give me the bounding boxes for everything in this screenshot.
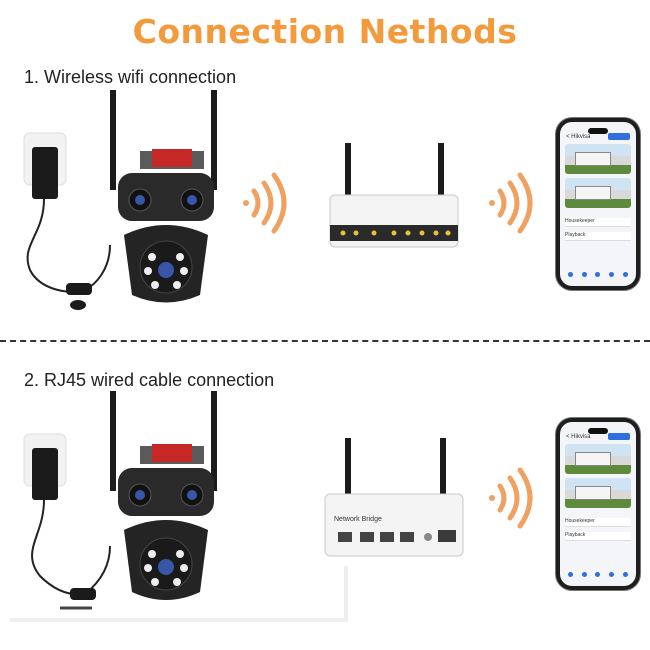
wifi-signal-icon <box>243 172 287 234</box>
router-label: Network Bridge <box>334 516 382 523</box>
section-1-label: 1. Wireless wifi connection <box>24 67 237 87</box>
wifi-signal-icon <box>489 467 533 529</box>
app-screen: < Hikvisa Housekeeper Playback <box>560 122 636 286</box>
wifi-signal-icon <box>489 172 533 234</box>
app-row: Playback <box>565 232 631 241</box>
app-header: < Hikvisa <box>566 434 591 440</box>
wifi-connection-scene: < Hikvisa Housekeeper Playback <box>0 85 650 345</box>
app-row: Housekeeper <box>565 518 631 527</box>
app-row: Housekeeper <box>565 218 631 227</box>
power-adapter-icon <box>10 433 348 622</box>
power-adapter-icon <box>23 132 111 310</box>
smartphone-icon: < Hikvisa Housekeeper Playback <box>556 418 640 590</box>
app-screen: < Hikvisa Housekeeper Playback <box>560 422 636 586</box>
camera-icon <box>110 391 217 600</box>
page-title: Connection Nethods <box>132 12 518 51</box>
router-icon <box>324 438 464 557</box>
camera-icon <box>110 90 217 303</box>
section-divider <box>0 340 650 342</box>
section-2-label: 2. RJ45 wired cable connection <box>24 370 275 390</box>
router-icon <box>329 143 459 248</box>
app-header: < Hikvisa <box>566 134 591 140</box>
smartphone-icon: < Hikvisa Housekeeper Playback <box>556 118 640 290</box>
app-row: Playback <box>565 532 631 541</box>
wired-connection-scene: Network Bridge < Hikvisa Housekeeper Pla… <box>0 386 650 646</box>
